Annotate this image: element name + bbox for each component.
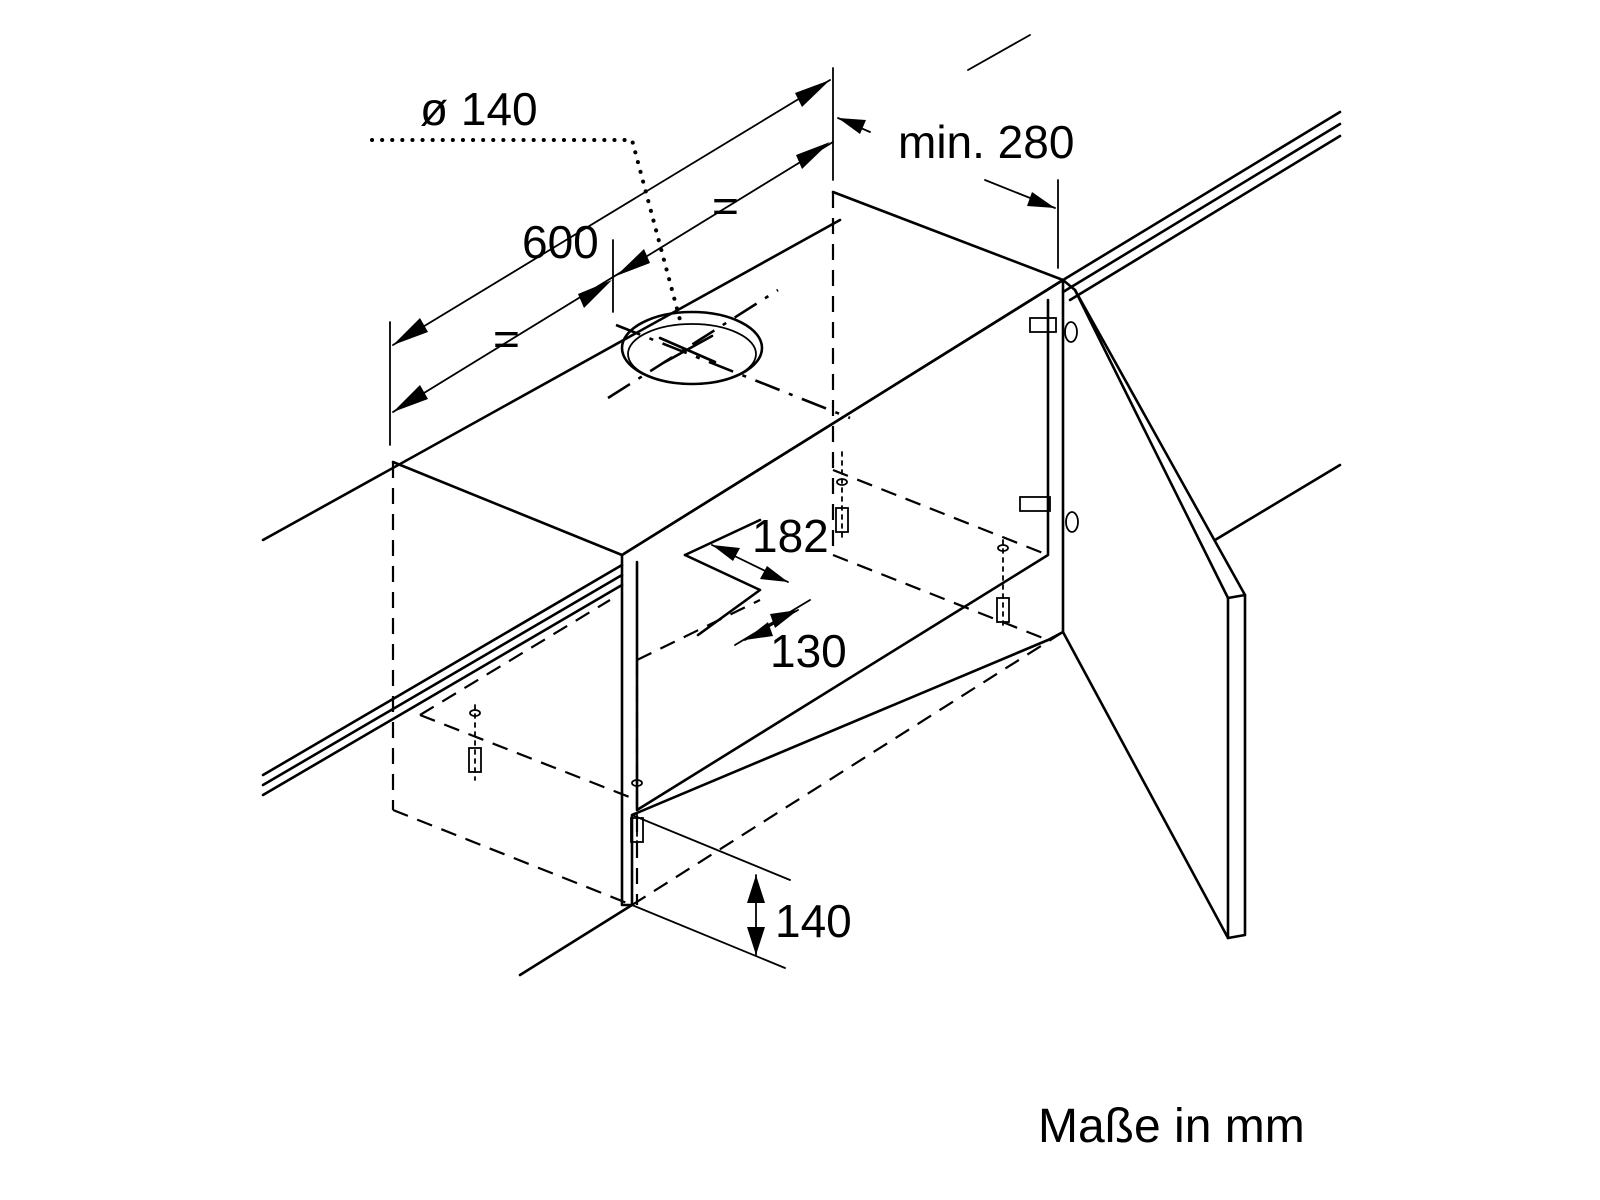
cabinet-door	[1061, 278, 1247, 940]
label-equal-bottom: =	[493, 313, 520, 365]
right-wall-strip-3	[1068, 134, 1342, 302]
arrow-icon	[393, 385, 428, 412]
label-min-depth: min. 280	[898, 116, 1074, 168]
cutout-outline	[683, 553, 762, 637]
hinge-top-icon	[1029, 317, 1078, 343]
arrow-icon	[747, 875, 765, 903]
label-duct-diameter: ø 140	[420, 83, 538, 135]
label-equal-top: =	[712, 180, 739, 232]
diameter-leader	[370, 138, 682, 322]
screw-icon	[468, 704, 482, 781]
label-height: 140	[775, 895, 852, 947]
cabinet-front-panel	[620, 278, 1065, 907]
centerline-2	[615, 323, 851, 420]
cutout-outline-2	[683, 518, 762, 557]
hidden-inner-right	[832, 468, 1049, 557]
arrow-icon	[770, 610, 798, 628]
label-width: 600	[522, 216, 599, 268]
dim-140-ext-bottom	[631, 904, 786, 969]
arrow-icon	[838, 118, 866, 134]
arrow-icon	[712, 545, 740, 561]
label-cutout-depth: 182	[752, 510, 829, 562]
hidden-shelf-line	[636, 599, 761, 661]
footer-note: Maße in mm	[1038, 1100, 1305, 1153]
cabinet-front-inner	[635, 298, 1050, 812]
screw-icon	[996, 539, 1010, 631]
screw-icon	[835, 451, 849, 541]
dim-600-line	[392, 79, 831, 346]
cabinet-top-back-edge	[831, 190, 1065, 282]
arrow-icon	[616, 249, 650, 276]
arrow-icon	[745, 622, 773, 640]
hidden-floor-back	[419, 599, 611, 716]
counter-strip	[261, 563, 624, 777]
arrow-icon	[796, 142, 830, 169]
dim-130-extension	[734, 599, 811, 646]
hidden-bottom-front	[631, 631, 1064, 906]
cabinet-door-top	[1073, 288, 1247, 600]
counter-strip-2	[261, 573, 624, 787]
centerline-1	[607, 288, 779, 400]
cabinet-top-left-edge	[391, 460, 624, 557]
floor-line	[518, 903, 634, 977]
label-cutout-width: 130	[770, 625, 847, 677]
arrow-icon	[747, 927, 765, 955]
right-wall-strip-2	[1061, 122, 1342, 294]
arrow-icon	[393, 318, 428, 345]
arrow-icon	[795, 80, 830, 107]
arrow-icon	[760, 566, 788, 582]
dim-140-ext-top	[631, 814, 791, 881]
duct-opening-inner	[627, 323, 757, 385]
arrow-icon	[578, 280, 612, 308]
wall-line-top-left	[261, 218, 842, 542]
right-wall-lower	[1213, 463, 1342, 542]
duct-center-cross-2	[663, 334, 714, 364]
dim-280-line-bottom-2	[967, 34, 1031, 71]
hinge-bottom-icon	[1019, 496, 1079, 533]
arrow-icon	[1027, 192, 1055, 208]
counter-strip-3	[261, 583, 624, 797]
hidden-inner-back	[832, 553, 1049, 642]
hidden-bottom-left	[392, 808, 633, 907]
right-wall-strip	[1061, 110, 1342, 282]
hidden-floor-left	[419, 713, 638, 802]
